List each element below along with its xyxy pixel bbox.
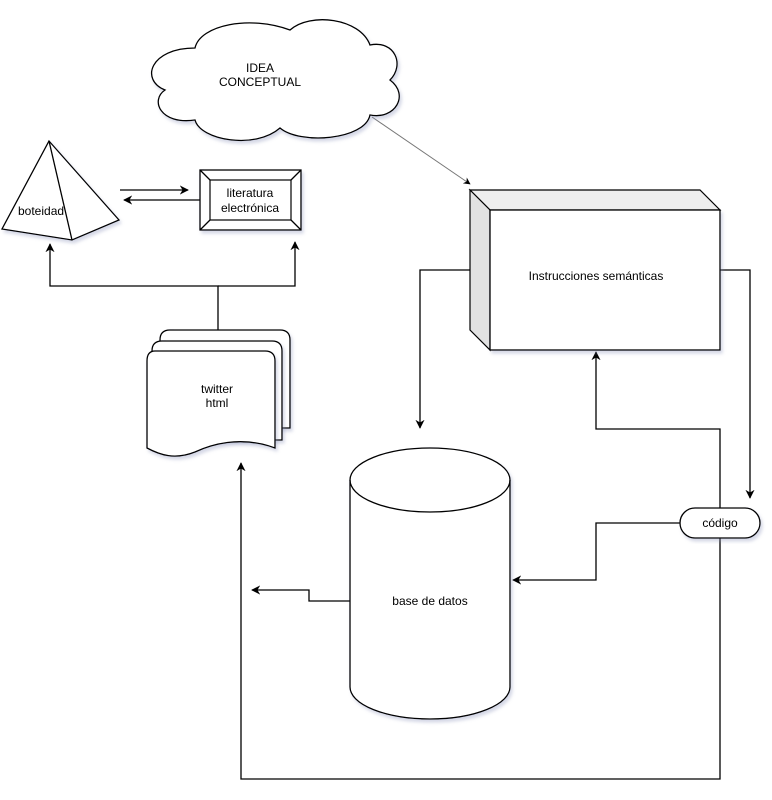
pyramid-edge	[48, 140, 73, 241]
node-base-de-datos[interactable]: base de datos	[349, 447, 511, 720]
document-front	[146, 350, 276, 457]
node-boteidad[interactable]: boteidad	[0, 139, 121, 241]
literatura-label-line1: literatura	[227, 186, 274, 200]
codigo-label: código	[702, 516, 738, 530]
edge-instrucciones-to-base-datos[interactable]	[415, 269, 470, 429]
terminator-shape	[679, 507, 761, 539]
edge-codigo-to-instrucciones[interactable]	[591, 351, 721, 508]
bevel-corners	[199, 169, 302, 231]
edge-twitter-to-literatura[interactable]	[218, 241, 300, 287]
literatura-label-line2: electrónica	[221, 201, 279, 215]
edge-codigo-to-base-datos[interactable]	[512, 522, 680, 585]
node-idea-conceptual[interactable]: IDEA CONCEPTUAL	[150, 19, 400, 142]
node-codigo[interactable]: código	[679, 507, 761, 539]
twitter-label-line2: html	[206, 396, 229, 410]
cylinder-top-rim	[349, 479, 511, 513]
twitter-label-line1: twitter	[201, 382, 233, 396]
idea-label-line1: IDEA	[246, 61, 274, 75]
edge-codigo-to-twitter[interactable]	[236, 462, 721, 780]
boteidad-label: boteidad	[18, 204, 64, 218]
box-side-face	[469, 188, 491, 352]
base-datos-label: base de datos	[392, 594, 467, 608]
edge-base-datos-to-twitter[interactable]	[251, 585, 365, 602]
box-top-face	[468, 189, 722, 211]
instrucciones-label: Instrucciones semánticas	[529, 269, 664, 283]
box-front-face	[489, 209, 721, 351]
cloud-shape	[150, 19, 400, 142]
node-literatura-electronica[interactable]: literatura electrónica	[199, 169, 302, 231]
edge-idea-to-instrucciones[interactable]	[371, 116, 471, 185]
bevel-outer	[199, 169, 302, 231]
idea-label-line2: CONCEPTUAL	[219, 75, 301, 89]
edge-twitter-to-boteidad[interactable]	[45, 243, 219, 330]
cylinder-body	[349, 447, 511, 720]
node-twitter-html[interactable]: twitter html	[146, 329, 291, 457]
edges	[45, 116, 755, 780]
edge-instrucciones-to-codigo[interactable]	[720, 269, 755, 499]
node-instrucciones-semanticas[interactable]: Instrucciones semánticas	[468, 188, 722, 352]
bevel-inner	[209, 179, 292, 221]
